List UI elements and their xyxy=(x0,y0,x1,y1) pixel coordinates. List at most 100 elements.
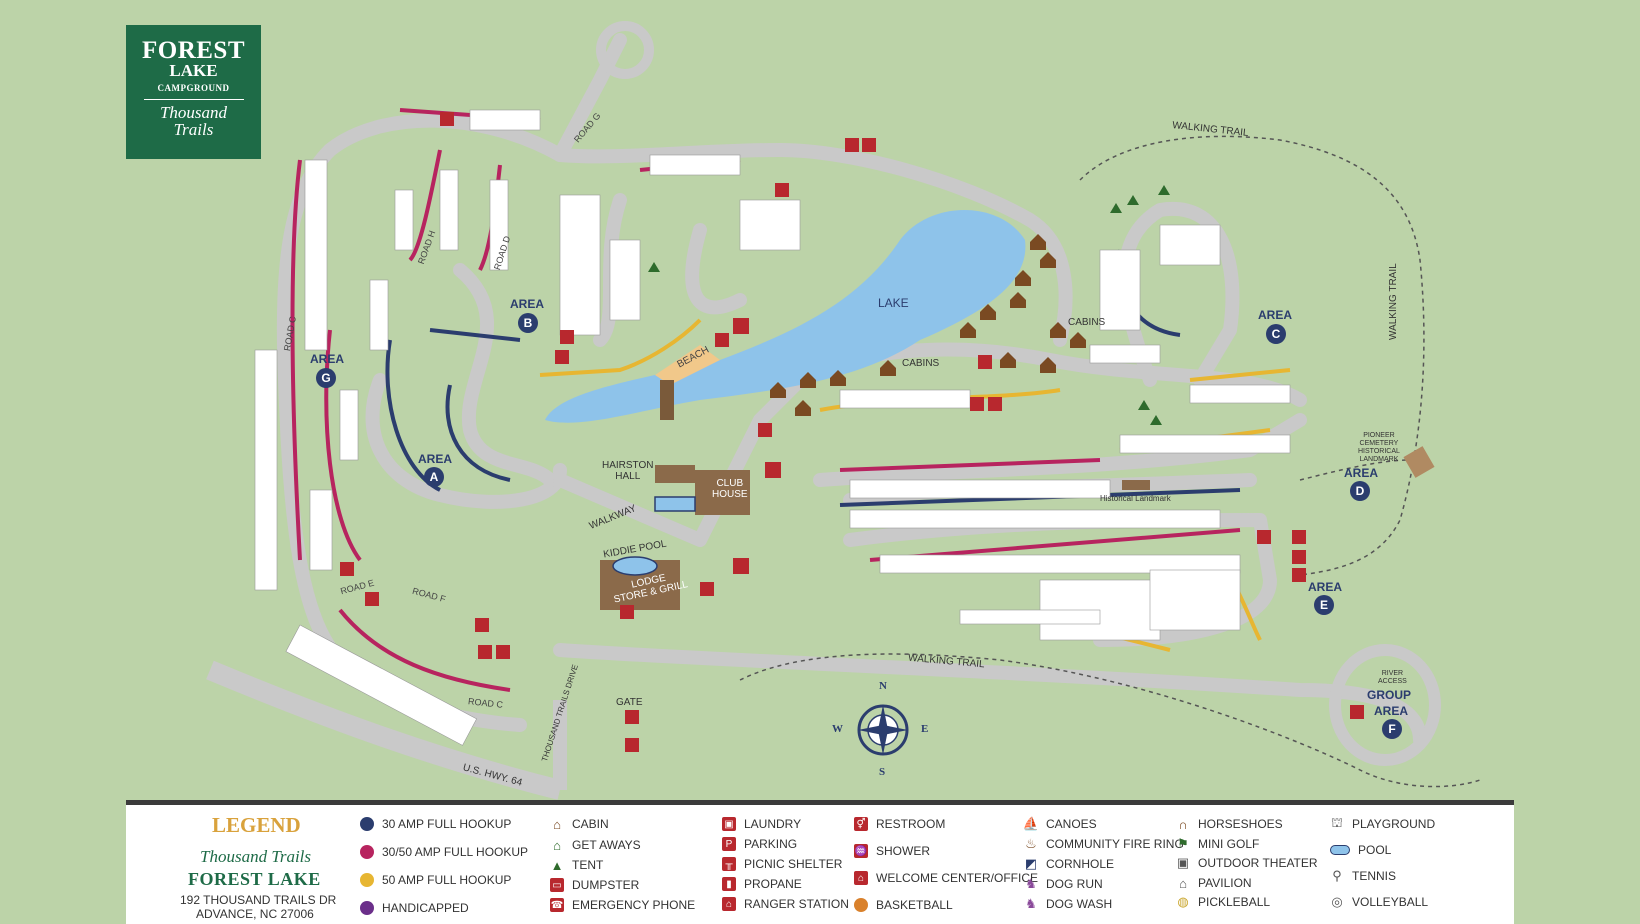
legend-park-name: FOREST LAKE xyxy=(188,869,321,889)
legend-item-horseshoes: ∩HORSESHOES xyxy=(1176,815,1282,833)
legend-label: PICKLEBALL xyxy=(1198,895,1271,909)
hairston-hall-label: HAIRSTON HALL xyxy=(602,460,654,482)
legend-address-line1: 192 THOUSAND TRAILS DR xyxy=(180,893,337,907)
legend-item-fire-ring: ♨COMMUNITY FIRE RING xyxy=(1024,835,1184,853)
welcome-center-icon: ⌂ xyxy=(854,871,868,885)
compass-east: E xyxy=(921,723,929,735)
getaway-icon: ⌂ xyxy=(553,837,561,853)
river-access-label: RIVER ACCESS xyxy=(1378,670,1407,685)
logo-line-trails: Trails xyxy=(173,120,214,139)
logo-divider xyxy=(143,99,244,100)
group-area-loop xyxy=(1329,644,1441,766)
cornhole-icon: ◩ xyxy=(1024,856,1038,871)
cabin-icon: ⌂ xyxy=(553,816,561,832)
legend-item-dumpster: ▭DUMPSTER xyxy=(550,876,639,894)
compass-rose xyxy=(857,704,909,756)
lake-shape xyxy=(545,210,1026,423)
volleyball-icon: ◎ xyxy=(1331,894,1343,909)
legend-item-shower: ♒ SHOWER xyxy=(854,842,930,860)
legend-item-propane: ▮PROPANE xyxy=(722,875,802,893)
legend-title: LEGEND xyxy=(212,813,301,837)
dumpster-icon: ▭ xyxy=(550,878,564,892)
area-a-word: AREA xyxy=(418,452,453,466)
restroom-icon: ⚥ xyxy=(854,817,868,831)
dock xyxy=(660,380,674,420)
legend-label: RANGER STATION xyxy=(744,897,849,911)
legend-item-picnic-shelter: ╥PICNIC SHELTER xyxy=(722,855,842,873)
cabin-icons xyxy=(770,234,1086,416)
horseshoe-icon: ∩ xyxy=(1178,816,1188,832)
legend-item-laundry: ▣LAUNDRY xyxy=(722,815,801,833)
laundry-icon: ▣ xyxy=(722,817,736,831)
area-g-badge: G xyxy=(316,368,336,388)
legend-label: SHOWER xyxy=(876,844,930,858)
area-e-word: AREA xyxy=(1308,580,1343,594)
legend-label: PARKING xyxy=(744,837,798,851)
legend-label: RESTROOM xyxy=(876,817,946,831)
roundabout xyxy=(596,21,654,79)
area-d-word: AREA xyxy=(1344,466,1379,480)
beach-shape xyxy=(655,345,720,385)
tent-icon: ▲ xyxy=(550,857,564,873)
legend-item-volleyball: ◎ VOLLEYBALL xyxy=(1330,893,1428,911)
area-c-word: AREA xyxy=(1258,308,1293,322)
walking-trail-label-east: WALKING TRAIL xyxy=(1388,263,1399,340)
pioneer-cemetery-marker xyxy=(1403,446,1435,478)
cabins-label-south: CABINS xyxy=(902,358,940,369)
legend-item-pickleball: ◍ PICKLEBALL xyxy=(1176,893,1270,911)
pioneer-cemetery-label: PIONEER CEMETERY HISTORICAL LANDMARK xyxy=(1358,432,1400,463)
legend-label: WELCOME CENTER/OFFICE xyxy=(876,871,1039,885)
legend-item-emergency-phone: ☎EMERGENCY PHONE xyxy=(550,896,695,914)
site-boxes xyxy=(254,109,1291,746)
dog-wash-icon: ♞ xyxy=(1025,896,1037,911)
legend-label: CORNHOLE xyxy=(1046,857,1115,871)
legend-item-canoes: ⛵ CANOES xyxy=(1022,815,1097,833)
area-a-badge: A xyxy=(424,467,444,487)
legend-item-mini-golf: ⚑MINI GOLF xyxy=(1176,835,1259,853)
legend-label: DOG WASH xyxy=(1046,897,1113,911)
legend-label: OUTDOOR THEATER xyxy=(1198,856,1318,870)
compass-north: N xyxy=(879,680,887,692)
area-c-badge: C xyxy=(1266,324,1286,344)
legend-label: DOG RUN xyxy=(1046,877,1103,891)
shower-icon: ♒ xyxy=(854,844,868,858)
pavilion-icon: ⌂ xyxy=(1179,875,1187,891)
legend-item-basketball: BASKETBALL xyxy=(854,896,953,914)
legend-brand: Thousand Trails xyxy=(200,847,312,866)
legend-label: VOLLEYBALL xyxy=(1352,895,1429,909)
legend-item-tennis: ⚲TENNIS xyxy=(1330,867,1396,885)
legend-label: 50 AMP FULL HOOKUP xyxy=(382,873,512,887)
legend-item-outdoor-theater: ▣ OUTDOOR THEATER xyxy=(1176,854,1318,872)
area-f-badge: F xyxy=(1382,719,1402,739)
area-g-word: AREA xyxy=(310,352,345,366)
logo-line-thousand: Thousand xyxy=(159,103,228,122)
fire-ring-icon: ♨ xyxy=(1025,836,1037,851)
legend-label: PLAYGROUND xyxy=(1352,817,1436,831)
legend-label: EMERGENCY PHONE xyxy=(572,898,696,912)
legend-label: 30/50 AMP FULL HOOKUP xyxy=(382,845,529,859)
legend-panel: LEGEND Thousand Trails FOREST LAKE 192 T… xyxy=(126,800,1514,924)
canoe-icon: ⛵ xyxy=(1022,816,1040,831)
compass-south: S xyxy=(879,766,886,778)
legend-item-cornhole: ◩ CORNHOLE xyxy=(1024,855,1114,873)
legend-item-30amp: 30 AMP FULL HOOKUP xyxy=(360,815,511,833)
playground-icon: ⛫ xyxy=(1331,815,1343,830)
area-f-word: AREA xyxy=(1374,704,1409,718)
dog-run-icon: ♞ xyxy=(1025,876,1037,891)
cabins-label-east: CABINS xyxy=(1068,317,1106,328)
legend-label: CANOES xyxy=(1046,817,1097,831)
legend-label: GET AWAYS xyxy=(572,838,641,852)
theater-icon: ▣ xyxy=(1176,855,1190,870)
legend-item-handicapped: HANDICAPPED xyxy=(360,899,469,917)
club-house-label: CLUB HOUSE xyxy=(712,478,748,500)
pickleball-icon: ◍ xyxy=(1177,894,1189,909)
legend-item-ranger-station: ⌂RANGER STATION xyxy=(722,895,849,913)
group-label: GROUP xyxy=(1367,688,1412,702)
legend-item-dog-wash: ♞ DOG WASH xyxy=(1024,895,1112,913)
picnic-shelter-icon: ╥ xyxy=(722,857,736,871)
legend-item-get-aways: ⌂ GET AWAYS xyxy=(550,836,641,854)
legend-label: BASKETBALL xyxy=(876,898,953,912)
highway-road xyxy=(206,660,563,800)
legend-item-dog-run: ♞ DOG RUN xyxy=(1024,875,1103,893)
